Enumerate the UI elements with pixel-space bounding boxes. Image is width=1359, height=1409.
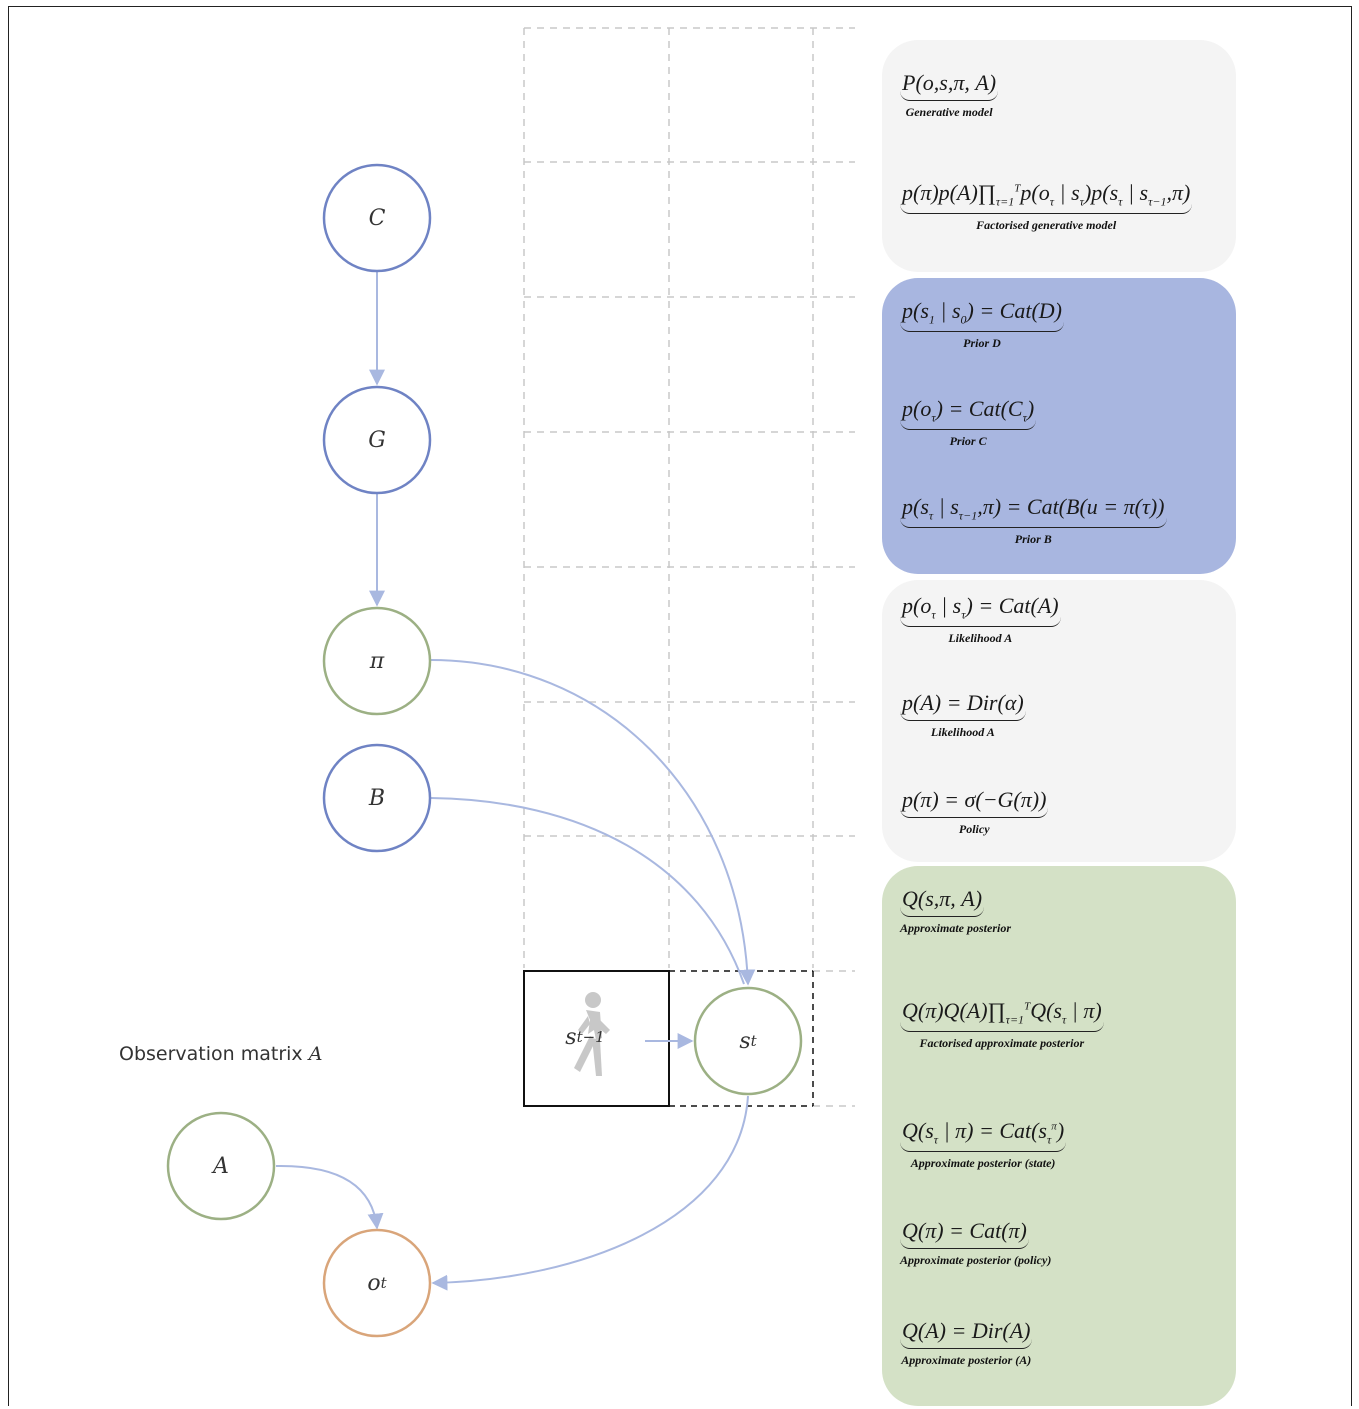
- node-a-circle: [166, 1111, 276, 1221]
- node-g-circle: [322, 385, 432, 495]
- eq-approx-posterior-policy: Q(π) = Cat(π) Approximate posterior (pol…: [900, 1218, 1052, 1267]
- node-st-circle: [693, 986, 803, 1096]
- edge-st-to-ot: [431, 1095, 749, 1291]
- node-b-label: B: [368, 785, 386, 811]
- eq-prior-b: p(sτ | sτ−1,π) = Cat(B(u = π(τ)) Prior B: [900, 494, 1167, 547]
- node-pi-label: π: [369, 648, 385, 674]
- eq-policy: p(π) = σ(−G(π)) Policy: [900, 787, 1049, 836]
- node-b-circle: [322, 743, 432, 853]
- walking-person-icon: [574, 992, 610, 1076]
- node-a-label: A: [213, 1153, 229, 1179]
- approximate-posterior-panel: [882, 866, 1236, 1406]
- eq-approx-posterior: Q(s,π, A) Approximate posterior: [900, 886, 1012, 935]
- eq-factorised-generative-model: p(π)p(A)∏τ=1Tp(oτ | sτ)p(sτ | sτ−1,π) Fa…: [900, 180, 1193, 233]
- node-pi-circle: [322, 606, 432, 716]
- eq-approx-posterior-state: Q(sτ | π) = Cat(sτπ) Approximate posteri…: [900, 1118, 1067, 1171]
- edge-pi-to-st: [430, 659, 756, 986]
- dashed-grid: [523, 27, 855, 1107]
- eq-prior-d: p(s1 | s0) = Cat(D) Prior D: [900, 298, 1064, 351]
- node-ot-circle: [322, 1228, 432, 1338]
- prev-state-box: [523, 970, 670, 1107]
- edge-b-to-st: [430, 797, 745, 985]
- edge-a-to-ot: [275, 1164, 384, 1230]
- node-c-label: C: [368, 205, 386, 231]
- eq-approx-posterior-a: Q(A) = Dir(A) Approximate posterior (A): [900, 1318, 1033, 1367]
- generative-model-panel: [882, 40, 1236, 272]
- figure-frame: [8, 6, 1352, 1406]
- eq-prior-c: p(oτ) = Cat(Cτ) Prior C: [900, 396, 1037, 449]
- node-c-circle: [322, 163, 432, 273]
- observation-matrix-title: Observation matrix A: [119, 1043, 323, 1065]
- eq-likelihood-a: p(oτ | sτ) = Cat(A) Likelihood A: [900, 593, 1061, 646]
- node-g-label: G: [368, 427, 386, 453]
- eq-generative-model: P(o,s,π, A) Generative model: [900, 70, 999, 119]
- eq-factorised-approx-posterior: Q(π)Q(A)∏τ=1TQ(sτ | π) Factorised approx…: [900, 998, 1104, 1051]
- eq-dirichlet-a: p(A) = Dir(α) Likelihood A: [900, 690, 1026, 739]
